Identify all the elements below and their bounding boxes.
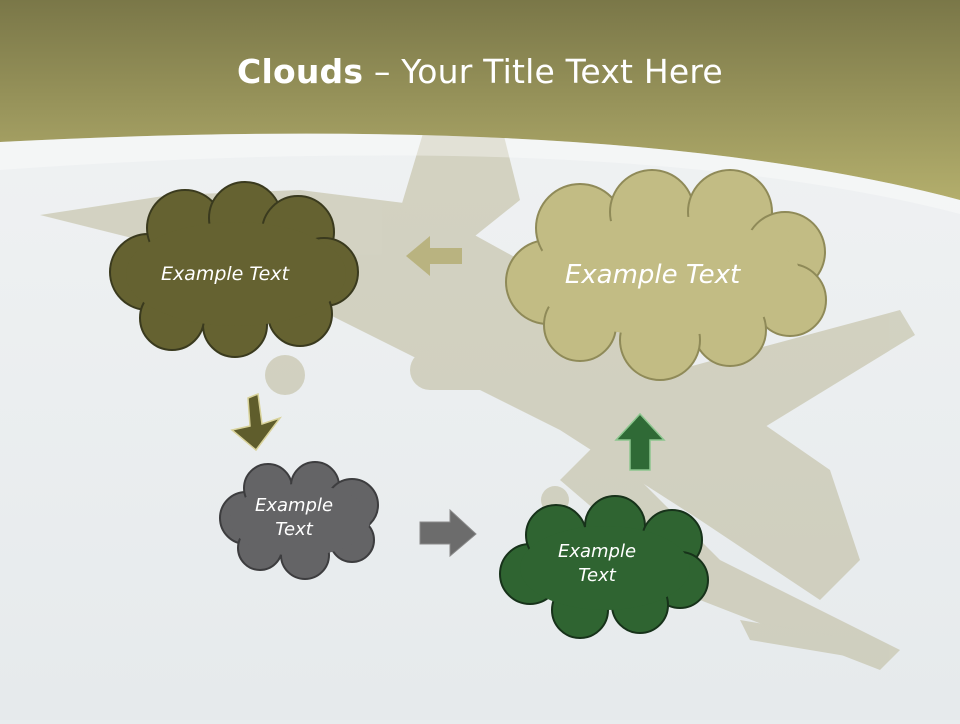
cloud-top-right bbox=[505, 169, 827, 381]
cloud-middle-gray bbox=[219, 461, 379, 580]
arrow-right-gray bbox=[419, 508, 477, 558]
cloud-top-left bbox=[109, 181, 359, 358]
cloud-bottom-green-text: Example Text bbox=[522, 540, 672, 589]
arrow-up-green bbox=[614, 412, 666, 471]
cloud-middle-gray-line1: Example bbox=[254, 495, 334, 516]
cloud-middle-gray-line2: Text bbox=[275, 519, 313, 541]
cloud-top-left-label: Example Text bbox=[160, 263, 290, 285]
title-bold: Clouds bbox=[237, 52, 364, 91]
cloud-bottom-green bbox=[499, 495, 709, 639]
header-band bbox=[0, 0, 960, 200]
cloud-top-right-label: Example Text bbox=[564, 260, 741, 290]
cloud-top-left-text: Example Text bbox=[130, 262, 320, 288]
jet-silhouette bbox=[40, 110, 915, 670]
arrow-left-tan bbox=[406, 236, 462, 276]
title-rest: Your Title Text Here bbox=[401, 52, 723, 91]
header-band-highlight bbox=[0, 133, 960, 214]
cloud-bottom-green-line2: Text bbox=[578, 565, 616, 587]
slide-title: Clouds – Your Title Text Here bbox=[0, 52, 960, 91]
cloud-middle-gray-text: Example Text bbox=[228, 494, 360, 543]
title-dash: – bbox=[363, 52, 402, 91]
cloud-top-right-text: Example Text bbox=[545, 258, 760, 293]
arrow-down-olive bbox=[230, 392, 283, 452]
cloud-bottom-green-line1: Example bbox=[557, 541, 637, 562]
